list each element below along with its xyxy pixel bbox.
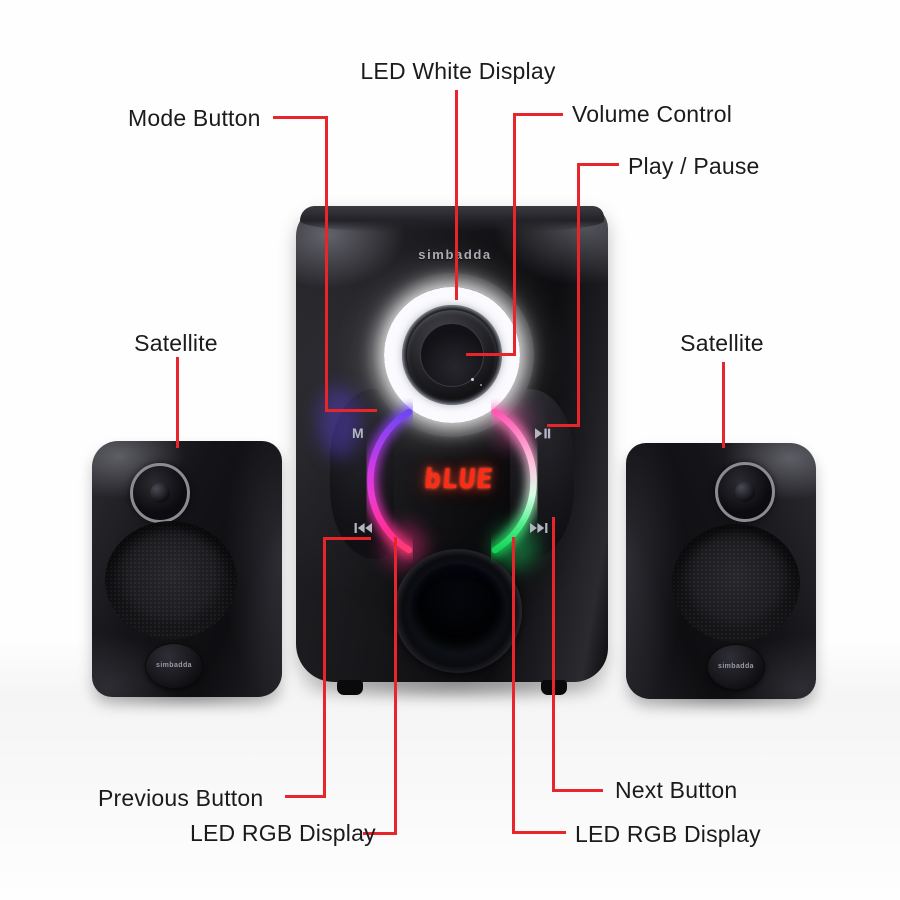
label-mode-button: Mode Button xyxy=(128,105,261,131)
callout-line-mode-h2 xyxy=(325,409,377,412)
callout-line-satellite-left xyxy=(176,357,179,448)
callout-line-next-h xyxy=(552,789,603,792)
next-icon xyxy=(529,521,548,539)
label-led-rgb-display-left: LED RGB Display xyxy=(190,820,376,846)
callout-line-mode-v xyxy=(325,116,328,412)
label-satellite-right: Satellite xyxy=(680,330,764,356)
led-text-display: bLUE xyxy=(423,464,495,495)
callout-line-previous-v xyxy=(323,537,326,798)
left-satellite-brand-badge: simbadda xyxy=(145,643,203,689)
callout-line-next-v xyxy=(552,517,555,792)
callout-line-volume-h2 xyxy=(466,353,516,356)
label-led-white-display: LED White Display xyxy=(360,58,556,84)
subwoofer-brand-logo: simbadda xyxy=(395,247,515,262)
right-satellite-tweeter xyxy=(715,462,775,522)
label-volume-control: Volume Control xyxy=(572,101,733,127)
label-led-rgb-display-right: LED RGB Display xyxy=(575,821,761,847)
callout-line-satellite-right xyxy=(722,362,725,448)
label-next-button: Next Button xyxy=(615,777,738,803)
bass-port-hole xyxy=(410,564,506,656)
callout-line-volume-v xyxy=(513,113,516,356)
callout-line-rgb-right-h xyxy=(512,831,566,834)
callout-line-rgb-right-v xyxy=(512,537,515,834)
right-satellite-woofer xyxy=(672,524,800,642)
play-pause-icon xyxy=(534,427,551,445)
callout-line-playpause-v xyxy=(577,163,580,427)
callout-line-led-white-display xyxy=(455,90,458,300)
callout-line-playpause-h2 xyxy=(547,424,580,427)
label-satellite-left: Satellite xyxy=(134,330,218,356)
label-previous-button: Previous Button xyxy=(98,785,264,811)
knob-specular-dot xyxy=(480,384,482,386)
subwoofer-foot-left xyxy=(337,680,363,695)
left-satellite-woofer xyxy=(105,521,237,639)
callout-line-mode-h1 xyxy=(273,116,328,119)
callout-line-rgb-left-h xyxy=(363,832,397,835)
rose-glow xyxy=(492,400,532,450)
right-satellite-brand-badge: simbadda xyxy=(707,644,765,690)
knob-specular-dot xyxy=(471,378,474,381)
callout-line-previous-h1 xyxy=(285,795,326,798)
callout-line-previous-h2 xyxy=(323,537,371,540)
callout-line-rgb-left-v xyxy=(394,537,397,835)
callout-line-playpause-h1 xyxy=(577,163,619,166)
left-satellite-tweeter xyxy=(130,463,190,523)
callout-line-volume-h1 xyxy=(513,113,563,116)
mode-button-control: M xyxy=(352,425,364,441)
label-play-pause: Play / Pause xyxy=(628,153,760,179)
